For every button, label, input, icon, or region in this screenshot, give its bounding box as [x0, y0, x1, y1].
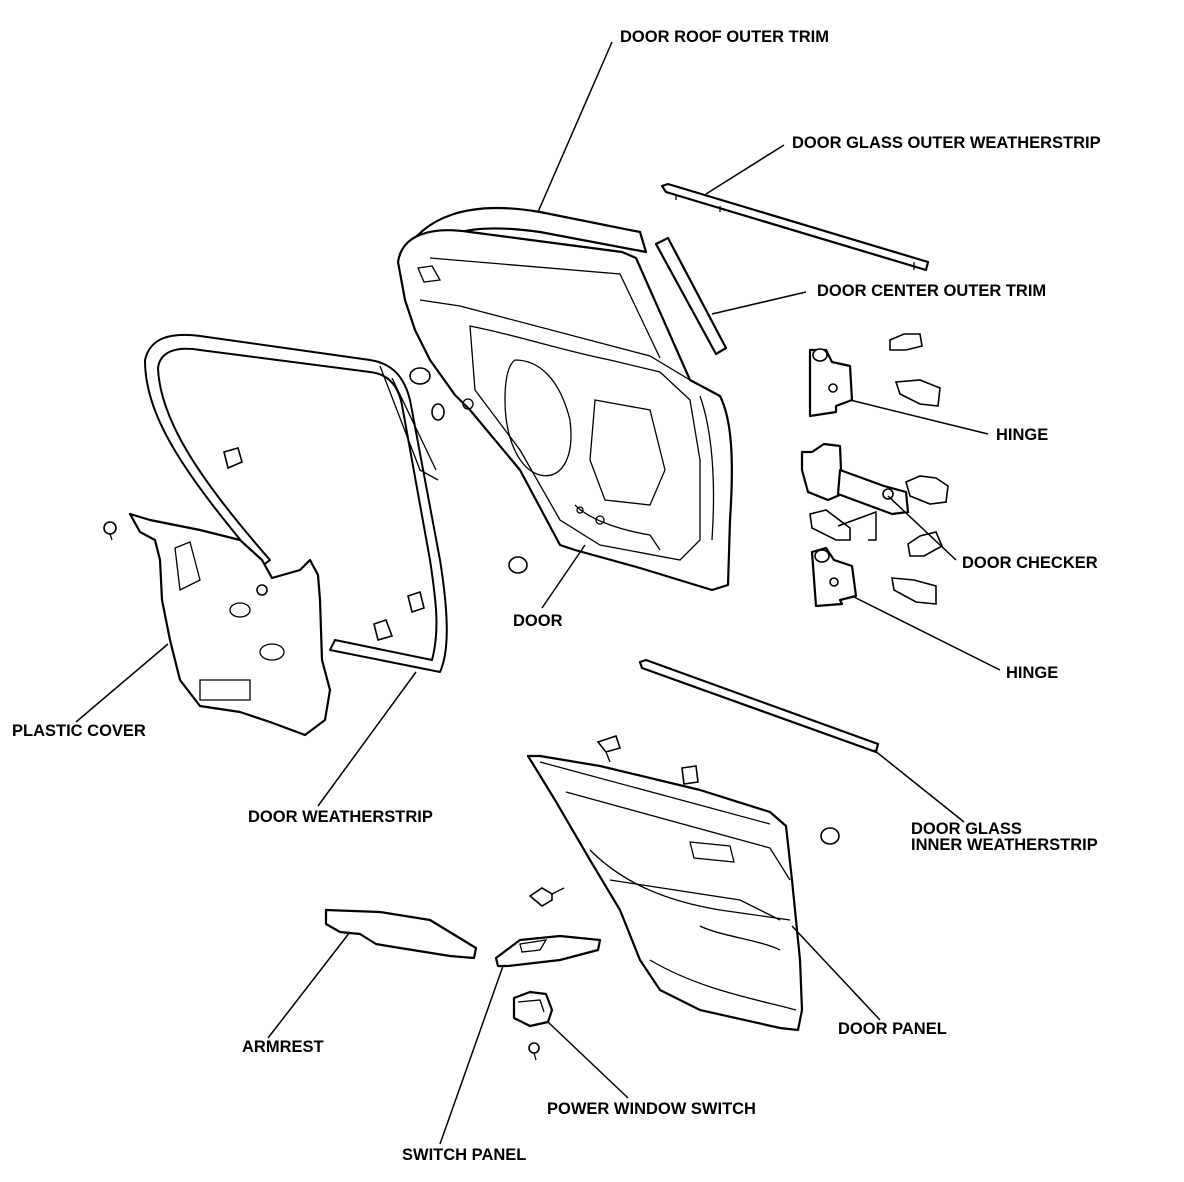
- power-window-switch: [512, 990, 554, 1028]
- door-checker: [800, 442, 910, 516]
- label-door-glass-inner-line2: INNER WEATHERSTRIP: [911, 836, 1098, 854]
- lower-hinge: [810, 546, 858, 608]
- label-door-weatherstrip: DOOR WEATHERSTRIP: [248, 808, 433, 826]
- hinge-bolts-lower: [891, 577, 937, 605]
- label-switch-panel: SWITCH PANEL: [402, 1146, 526, 1164]
- leader-hinge-upper: [849, 399, 989, 435]
- leader-checker-bolts: [837, 510, 877, 541]
- checker-bolts: [809, 475, 949, 557]
- label-power-window-switch: POWER WINDOW SWITCH: [547, 1100, 756, 1118]
- label-armrest: ARMREST: [242, 1038, 324, 1056]
- door-panel-clips: [528, 734, 840, 907]
- leader-lines: [75, 41, 1001, 1145]
- door-shell: [396, 229, 733, 592]
- weatherstrip-clips: [223, 447, 425, 641]
- switch-panel: [494, 934, 602, 968]
- door-center-outer-trim: [654, 236, 728, 356]
- leader-plastic-cover: [75, 643, 169, 723]
- label-door-center-outer-trim: DOOR CENTER OUTER TRIM: [817, 282, 1046, 300]
- label-door-roof-outer-trim: DOOR ROOF OUTER TRIM: [620, 28, 829, 46]
- armrest: [324, 908, 478, 960]
- leader-center-trim: [711, 291, 807, 315]
- label-door: DOOR: [513, 612, 563, 630]
- labels: DOOR ROOF OUTER TRIM DOOR GLASS OUTER WE…: [12, 28, 1101, 1164]
- label-door-panel: DOOR PANEL: [838, 1020, 947, 1038]
- plastic-cover-screw: [103, 521, 268, 596]
- hinge-bolts-upper: [889, 333, 941, 407]
- leader-weatherstrip: [317, 671, 417, 807]
- plastic-cover: [128, 512, 332, 737]
- leader-checker: [887, 495, 957, 561]
- leader-switch-panel: [439, 965, 504, 1145]
- leader-glass-outer: [705, 144, 785, 195]
- upper-hinge: [808, 348, 854, 418]
- leader-armrest: [267, 931, 351, 1039]
- leader-door: [541, 544, 586, 609]
- door-glass-outer-weatherstrip: [660, 182, 930, 272]
- leader-power-window: [547, 1021, 629, 1099]
- switch-screw: [528, 1042, 540, 1061]
- label-door-glass-outer-weatherstrip: DOOR GLASS OUTER WEATHERSTRIP: [792, 134, 1101, 152]
- label-plastic-cover: PLASTIC COVER: [12, 722, 146, 740]
- label-door-checker: DOOR CHECKER: [962, 554, 1098, 572]
- door-glass-inner-weatherstrip: [638, 658, 880, 754]
- label-hinge-upper: HINGE: [996, 426, 1048, 444]
- door-weatherstrip: [144, 333, 448, 673]
- door-panel: [526, 754, 804, 1032]
- leader-roof-trim: [537, 41, 613, 213]
- leader-hinge-lower: [851, 595, 1001, 671]
- label-door-glass-inner-line1: DOOR GLASS: [911, 820, 1022, 838]
- leader-glass-inner: [873, 749, 965, 823]
- door-grommets: [409, 367, 528, 574]
- leader-door-panel: [791, 925, 881, 1021]
- label-hinge-lower: HINGE: [1006, 664, 1058, 682]
